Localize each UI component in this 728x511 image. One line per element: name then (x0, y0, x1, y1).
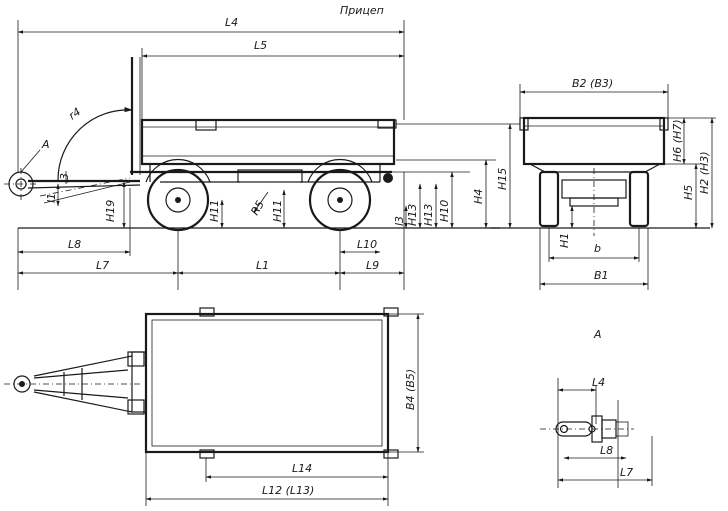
svg-text:H19: H19 (104, 200, 117, 222)
svg-text:R5: R5 (248, 198, 267, 217)
svg-text:H11: H11 (208, 200, 221, 222)
svg-text:H2 (H3): H2 (H3) (698, 151, 711, 194)
svg-text:B2 (B3): B2 (B3) (572, 77, 613, 90)
svg-text:L9: L9 (366, 259, 379, 272)
svg-text:H5: H5 (682, 185, 695, 200)
svg-text:l1: l1 (45, 193, 58, 203)
svg-text:H13: H13 (406, 204, 419, 226)
rear-wheel (308, 168, 372, 232)
svg-text:L5: L5 (254, 39, 267, 52)
drawing-title: Прицеп (340, 4, 384, 17)
top-view: B4 (B5) L14 L12 (L13) (4, 307, 424, 506)
svg-text:B1: B1 (594, 269, 609, 282)
rear-view: B2 (B3) b B1 H1 H6 (H7) H5 H2 (H3) (490, 77, 716, 290)
svg-text:L4: L4 (592, 376, 605, 389)
side-view: r4 A L4 L5 L8 L7 L1 L9 L10 H19 l1 (4, 16, 520, 290)
svg-text:L7: L7 (96, 259, 109, 272)
detail-a: A L4 L8 L7 (540, 328, 653, 488)
svg-text:B4 (B5): B4 (B5) (404, 369, 417, 410)
svg-text:L10: L10 (357, 238, 377, 251)
svg-text:r4: r4 (66, 105, 83, 122)
detail-a-title: A (593, 328, 602, 341)
body-side (140, 118, 396, 166)
svg-text:l3: l3 (393, 216, 406, 226)
svg-text:L4: L4 (225, 16, 238, 29)
svg-text:L1: L1 (256, 259, 269, 272)
svg-text:L8: L8 (68, 238, 81, 251)
svg-text:b: b (594, 242, 601, 255)
svg-text:H10: H10 (438, 200, 451, 222)
svg-text:H13: H13 (422, 204, 435, 226)
svg-text:L8: L8 (600, 444, 613, 457)
svg-text:L12 (L13): L12 (L13) (262, 484, 314, 497)
svg-text:H1: H1 (558, 233, 571, 248)
detail-callout-a: A (41, 138, 50, 151)
svg-text:H11: H11 (271, 200, 284, 222)
svg-text:H4: H4 (472, 189, 485, 204)
svg-text:L14: L14 (292, 462, 312, 475)
svg-text:H6 (H7): H6 (H7) (671, 119, 684, 162)
front-wheel (146, 168, 210, 232)
svg-text:L7: L7 (620, 466, 633, 479)
svg-text:l3: l3 (58, 173, 71, 183)
svg-text:H15: H15 (496, 168, 509, 190)
